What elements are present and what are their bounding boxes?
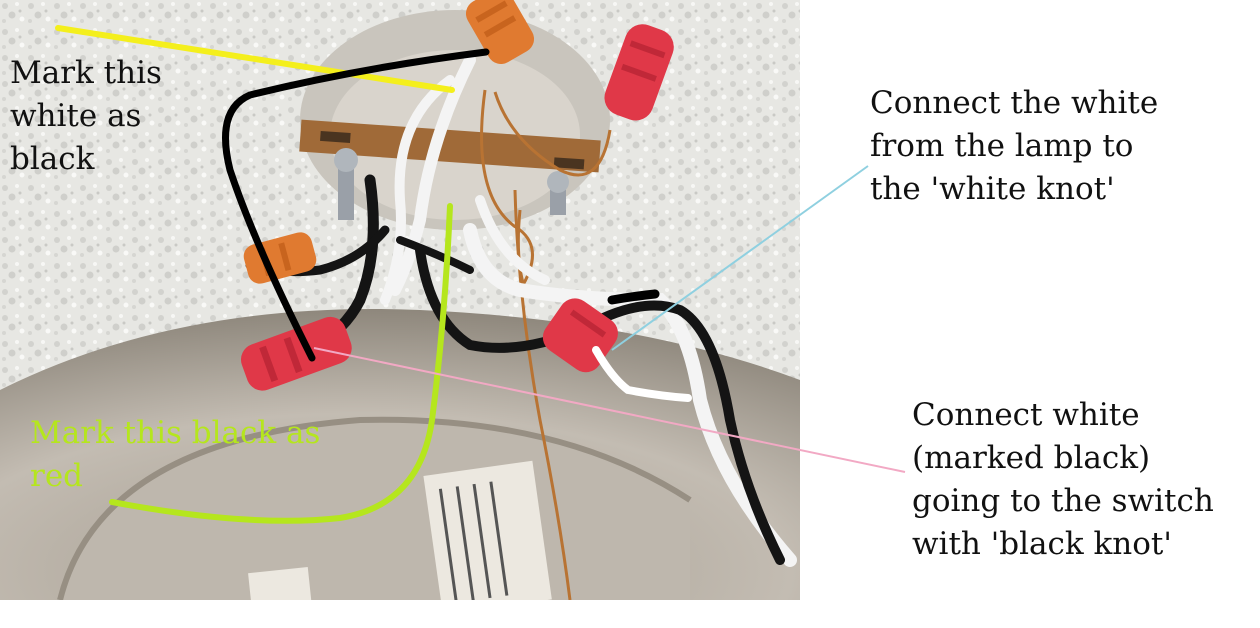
bracket-slot (320, 130, 351, 144)
annotation-connect-white-switch: Connect white (marked black) going to th… (912, 397, 1214, 562)
annotation-connect-white-lamp: Connect the white from the lamp to the '… (870, 85, 1159, 207)
annotation-mark-black-as-red: Mark this black as red (30, 415, 321, 494)
bracket-slot-2 (553, 157, 585, 170)
fixture-label-2 (248, 566, 312, 600)
annotation-mark-white-as-black: Mark this white as black (10, 55, 162, 177)
red-wire-nut-top-right (604, 24, 674, 121)
orange-wire-nut-top (465, 0, 535, 65)
fixture-label (423, 460, 552, 600)
screw-right (547, 171, 569, 215)
